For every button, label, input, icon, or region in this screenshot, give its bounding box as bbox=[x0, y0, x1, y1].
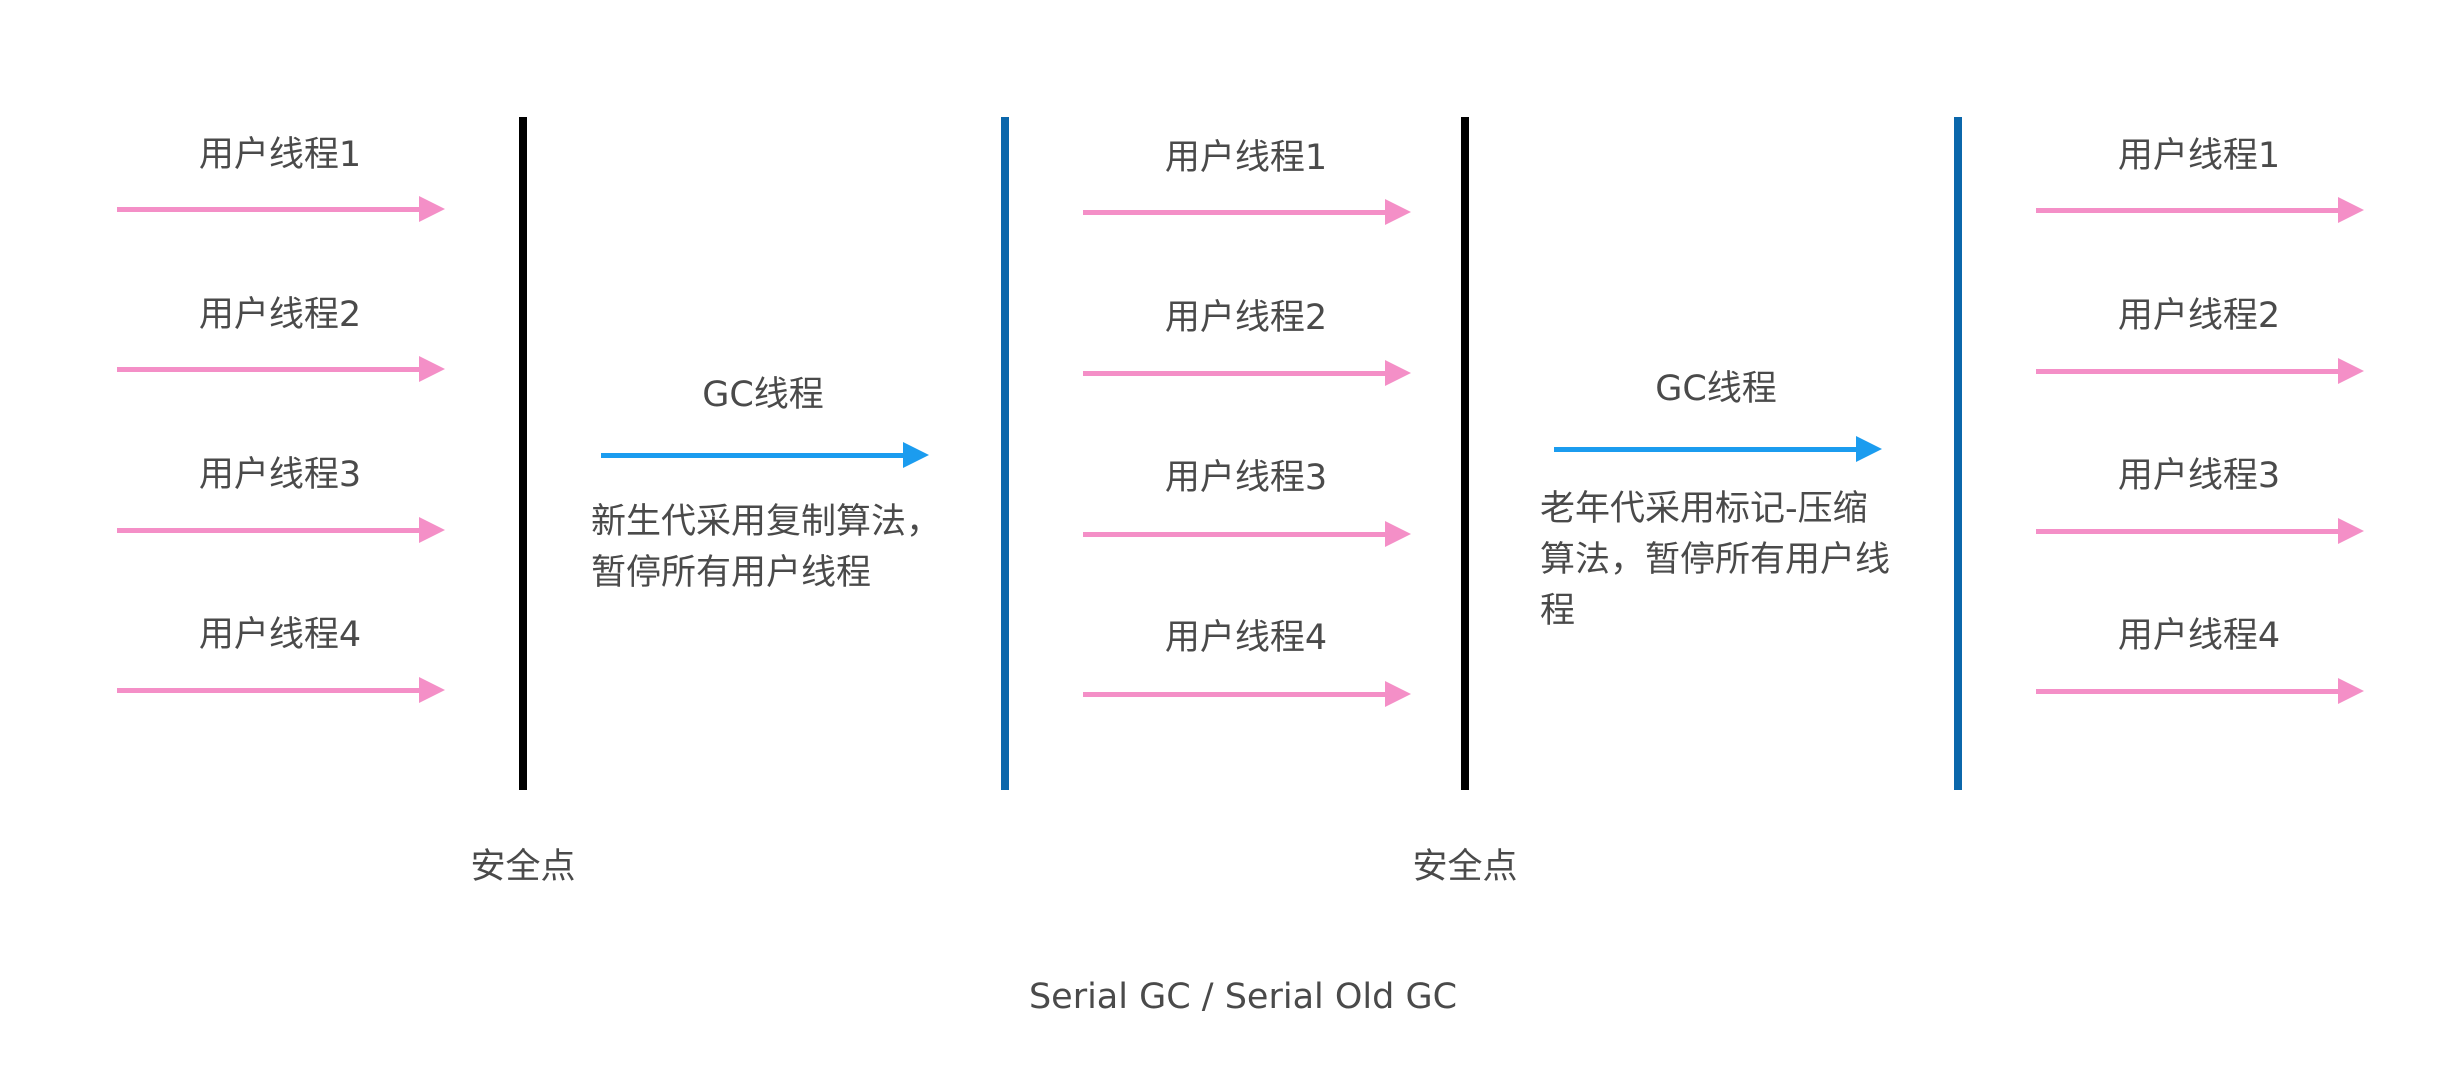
user-thread-label: 用户线程4 bbox=[1164, 618, 1328, 658]
safepoint-line bbox=[1461, 117, 1469, 790]
arrow-shaft bbox=[2036, 689, 2346, 694]
arrow-shaft bbox=[1083, 371, 1393, 376]
arrow-shaft bbox=[1554, 447, 1860, 452]
arrow-head bbox=[1856, 436, 1882, 462]
arrow-head bbox=[2338, 358, 2364, 384]
arrow-shaft bbox=[2036, 529, 2346, 534]
gc-thread-arrow bbox=[601, 440, 929, 470]
user-thread-label: 用户线程1 bbox=[1164, 138, 1328, 178]
arrow-head bbox=[1385, 521, 1411, 547]
arrow-shaft bbox=[117, 528, 427, 533]
safepoint-label: 安全点 bbox=[1412, 847, 1518, 887]
arrow-head bbox=[2338, 197, 2364, 223]
user-thread-arrow bbox=[117, 515, 445, 545]
arrow-head bbox=[1385, 681, 1411, 707]
arrow-head bbox=[419, 356, 445, 382]
user-thread-label: 用户线程2 bbox=[198, 295, 362, 335]
user-thread-arrow bbox=[2036, 676, 2364, 706]
gc-description: 新生代采用复制算法，暂停所有用户线程 bbox=[591, 502, 942, 593]
arrow-shaft bbox=[117, 207, 427, 212]
diagram-caption: Serial GC / Serial Old GC bbox=[1028, 977, 1458, 1017]
user-thread-arrow bbox=[117, 354, 445, 384]
arrow-shaft bbox=[117, 367, 427, 372]
user-thread-label: 用户线程2 bbox=[2117, 296, 2281, 336]
user-thread-arrow bbox=[117, 194, 445, 224]
arrow-head bbox=[2338, 518, 2364, 544]
gc-description: 老年代采用标记-压缩算法，暂停所有用户线程 bbox=[1540, 489, 1891, 631]
arrow-shaft bbox=[601, 453, 907, 458]
arrow-head bbox=[419, 517, 445, 543]
arrow-shaft bbox=[1083, 532, 1393, 537]
user-thread-label: 用户线程3 bbox=[1164, 458, 1328, 498]
user-thread-arrow bbox=[117, 675, 445, 705]
user-thread-label: 用户线程1 bbox=[198, 135, 362, 175]
arrow-head bbox=[903, 442, 929, 468]
arrow-head bbox=[2338, 678, 2364, 704]
safepoint-label: 安全点 bbox=[470, 847, 576, 887]
user-thread-arrow bbox=[2036, 516, 2364, 546]
gc-thread-label: GC线程 bbox=[1655, 369, 1777, 409]
user-thread-arrow bbox=[2036, 195, 2364, 225]
arrow-head bbox=[419, 677, 445, 703]
safepoint-line bbox=[519, 117, 527, 790]
arrow-head bbox=[419, 196, 445, 222]
arrow-head bbox=[1385, 199, 1411, 225]
user-thread-arrow bbox=[1083, 197, 1411, 227]
arrow-shaft bbox=[1083, 210, 1393, 215]
gc-thread-label: GC线程 bbox=[702, 375, 824, 415]
user-thread-label: 用户线程3 bbox=[2117, 456, 2281, 496]
gc-end-line bbox=[1954, 117, 1962, 790]
user-thread-arrow bbox=[2036, 356, 2364, 386]
user-thread-label: 用户线程4 bbox=[2117, 616, 2281, 656]
user-thread-arrow bbox=[1083, 519, 1411, 549]
user-thread-arrow bbox=[1083, 679, 1411, 709]
user-thread-arrow bbox=[1083, 358, 1411, 388]
arrow-shaft bbox=[2036, 208, 2346, 213]
arrow-shaft bbox=[2036, 369, 2346, 374]
arrow-shaft bbox=[117, 688, 427, 693]
user-thread-label: 用户线程2 bbox=[1164, 298, 1328, 338]
arrow-head bbox=[1385, 360, 1411, 386]
user-thread-label: 用户线程3 bbox=[198, 455, 362, 495]
user-thread-label: 用户线程1 bbox=[2117, 136, 2281, 176]
gc-thread-arrow bbox=[1554, 434, 1882, 464]
user-thread-label: 用户线程4 bbox=[198, 615, 362, 655]
gc-end-line bbox=[1001, 117, 1009, 790]
arrow-shaft bbox=[1083, 692, 1393, 697]
